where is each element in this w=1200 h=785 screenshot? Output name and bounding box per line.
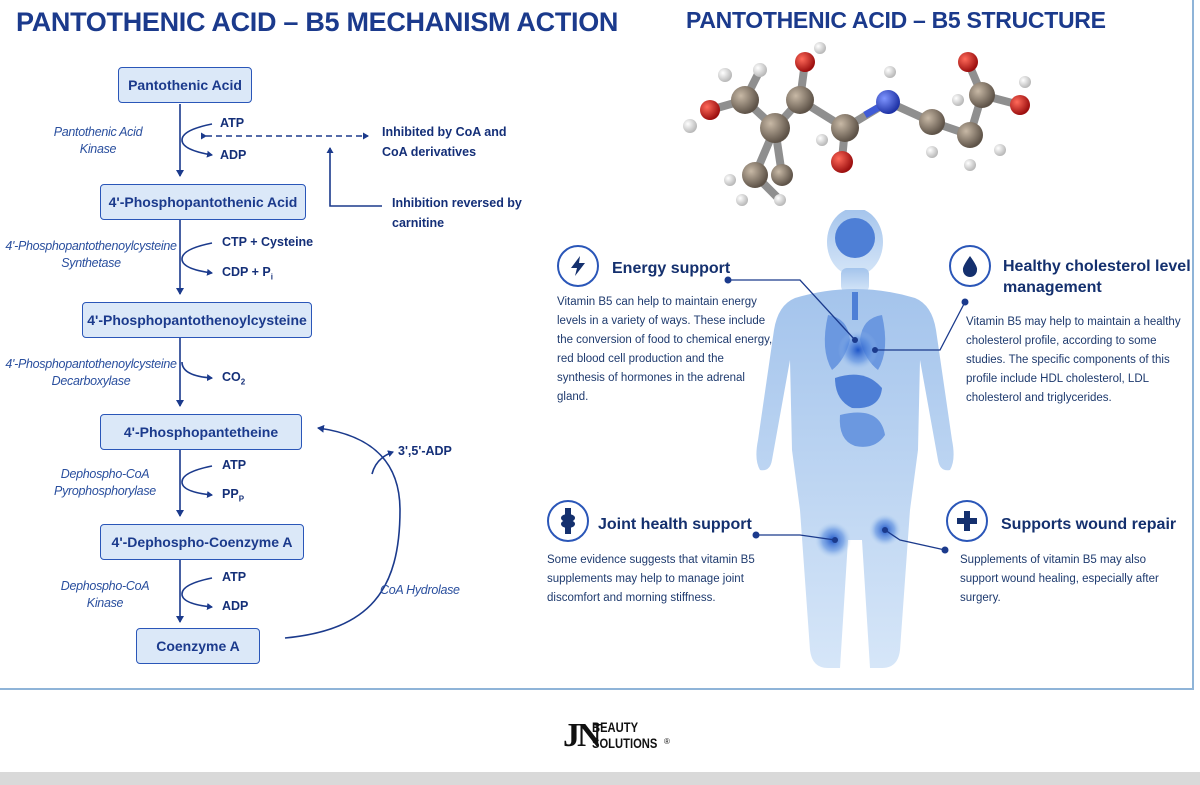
box-coenzyme-a: Coenzyme A — [136, 628, 260, 664]
logo-line1: BEAUTY — [592, 719, 639, 735]
metab-atp-2: ATP — [222, 458, 247, 472]
metab-ctp-cysteine: CTP + Cysteine — [222, 235, 314, 249]
adp-35-label: 3',5'-ADP — [398, 444, 452, 458]
metab-co2: CO2 — [222, 370, 246, 387]
human-body-silhouette — [756, 210, 954, 668]
content-frame — [0, 0, 1194, 690]
mechanism-title: PANTOTHENIC ACID – B5 MECHANISM ACTION — [16, 7, 619, 37]
box-pantothenic-acid: Pantothenic Acid — [118, 67, 252, 103]
step4-cofactor-curve — [181, 465, 213, 498]
molecule-model — [683, 42, 1031, 206]
cholesterol-text: Vitamin B5 may help to maintain a health… — [966, 316, 1181, 404]
box-phosphopantothenoylcysteine: 4'-Phosphopantothenoylcysteine — [82, 302, 312, 338]
reversal-line — [326, 147, 382, 207]
droplet-icon — [949, 245, 991, 287]
box-phosphopantothenic-acid: 4'-Phosphopantothenic Acid — [100, 184, 306, 220]
logo-mark: JN — [563, 717, 602, 754]
lightning-icon — [557, 245, 599, 287]
joint-title: Joint health support — [598, 516, 752, 533]
logo-registered: ® — [664, 737, 670, 746]
step5-cofactor-curve — [181, 577, 213, 610]
joint-icon — [547, 500, 589, 542]
energy-title: Energy support — [612, 260, 731, 277]
bottom-scroll-strip — [0, 772, 1200, 785]
box-dephospho-coenzyme-a: 4'-Dephospho-Coenzyme A — [100, 524, 304, 560]
adp-branch — [371, 450, 394, 475]
logo-line2: SOLUTIONS — [592, 735, 658, 751]
metab-adp-3: ADP — [222, 599, 249, 613]
pathway-arrows — [176, 104, 401, 639]
step3-cofactor-curve — [181, 361, 213, 382]
metab-adp-1: ADP — [220, 148, 247, 162]
metab-cdp-pi: CDP + Pi — [222, 265, 273, 282]
metab-atp-3: ATP — [222, 570, 247, 584]
box-phosphopantetheine: 4'-Phosphopantetheine — [100, 414, 302, 450]
medical-cross-icon — [946, 500, 988, 542]
metab-ppp: PPP — [222, 487, 245, 504]
hydrolase-loop — [284, 424, 401, 639]
step1-cofactor-curve — [181, 123, 213, 158]
benefit-connectors — [724, 276, 969, 554]
structure-title: PANTOTHENIC ACID – B5 STRUCTURE — [686, 7, 1106, 33]
wound-title: Supports wound repair — [1001, 516, 1177, 533]
metab-atp-1: ATP — [220, 116, 245, 130]
step2-cofactor-curve — [181, 242, 213, 276]
hydrolase-label: CoA Hydrolase — [380, 583, 460, 597]
